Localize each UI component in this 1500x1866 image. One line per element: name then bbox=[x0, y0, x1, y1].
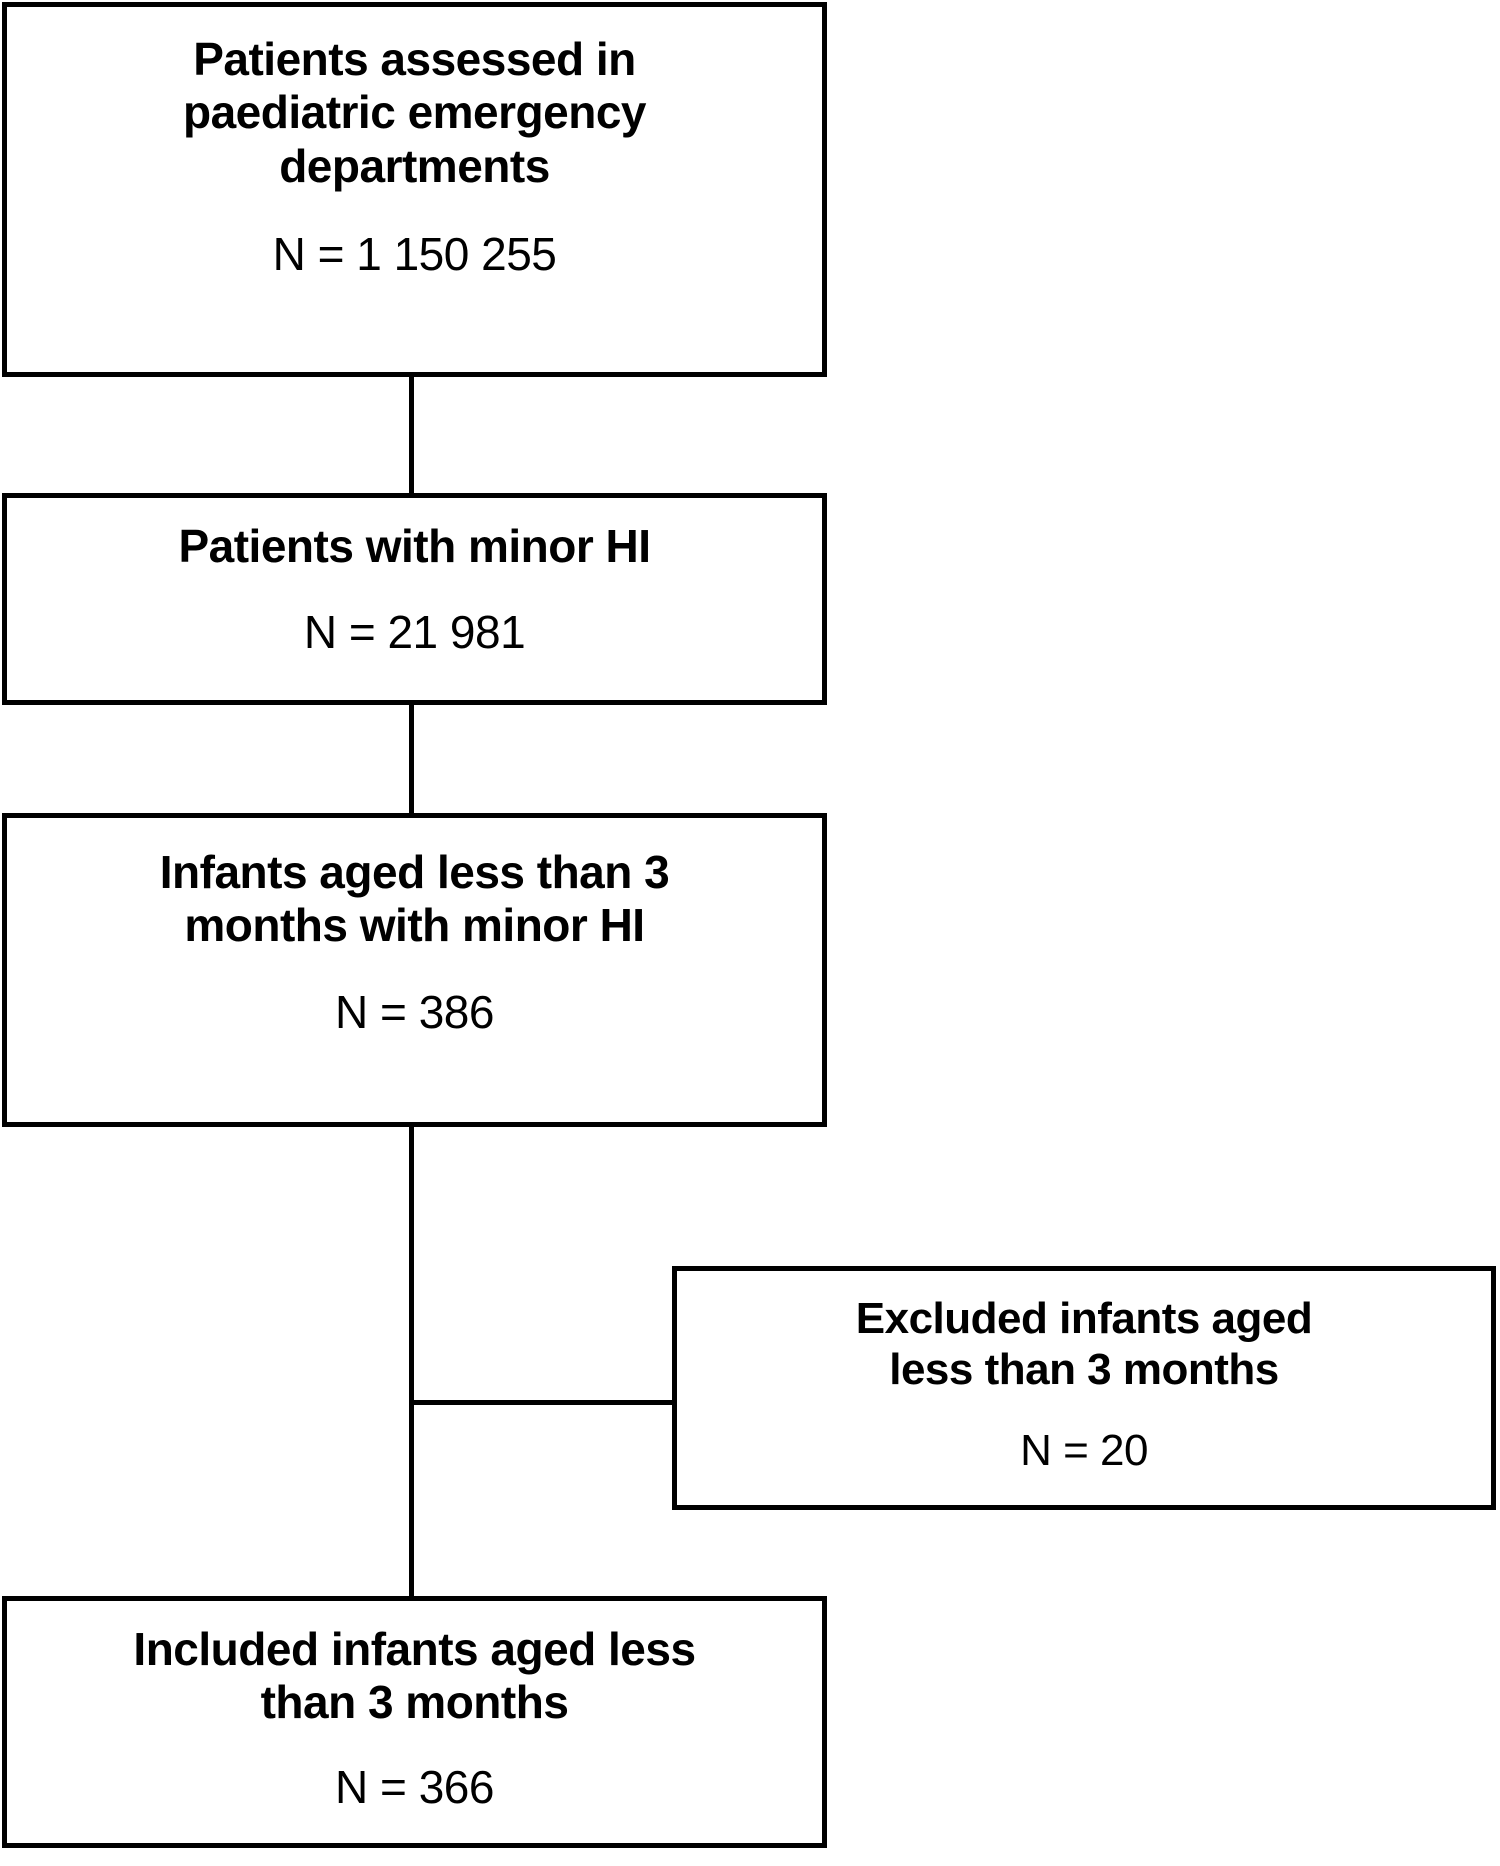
flow-node-count: N = 21 981 bbox=[303, 606, 526, 659]
flow-node-count: N = 1 150 255 bbox=[272, 228, 557, 281]
connector-infants-to-included bbox=[409, 1124, 414, 1599]
flow-node-patients-assessed: Patients assessed in paediatric emergenc… bbox=[2, 2, 827, 377]
flow-node-title: Included infants aged less than 3 months bbox=[133, 1623, 696, 1729]
flow-node-count: N = 20 bbox=[1020, 1426, 1148, 1476]
flow-node-patients-with-minor-hi: Patients with minor HI N = 21 981 bbox=[2, 493, 827, 705]
flow-node-excluded-infants: Excluded infants aged less than 3 months… bbox=[672, 1266, 1496, 1510]
connector-infants-to-excluded bbox=[409, 1400, 675, 1405]
flow-node-count: N = 386 bbox=[335, 985, 494, 1038]
flow-node-count: N = 366 bbox=[335, 1760, 494, 1813]
flow-node-title: Excluded infants aged less than 3 months bbox=[855, 1294, 1313, 1395]
flow-node-included-infants: Included infants aged less than 3 months… bbox=[2, 1596, 827, 1848]
flow-node-infants-with-minor-hi: Infants aged less than 3 months with min… bbox=[2, 813, 827, 1127]
flow-node-title: Patients with minor HI bbox=[178, 520, 651, 572]
connector-minor-hi-to-infants bbox=[409, 702, 414, 816]
flow-node-title: Patients assessed in paediatric emergenc… bbox=[182, 33, 647, 192]
connector-assessed-to-minor-hi bbox=[409, 374, 414, 496]
flow-node-title: Infants aged less than 3 months with min… bbox=[159, 846, 670, 952]
